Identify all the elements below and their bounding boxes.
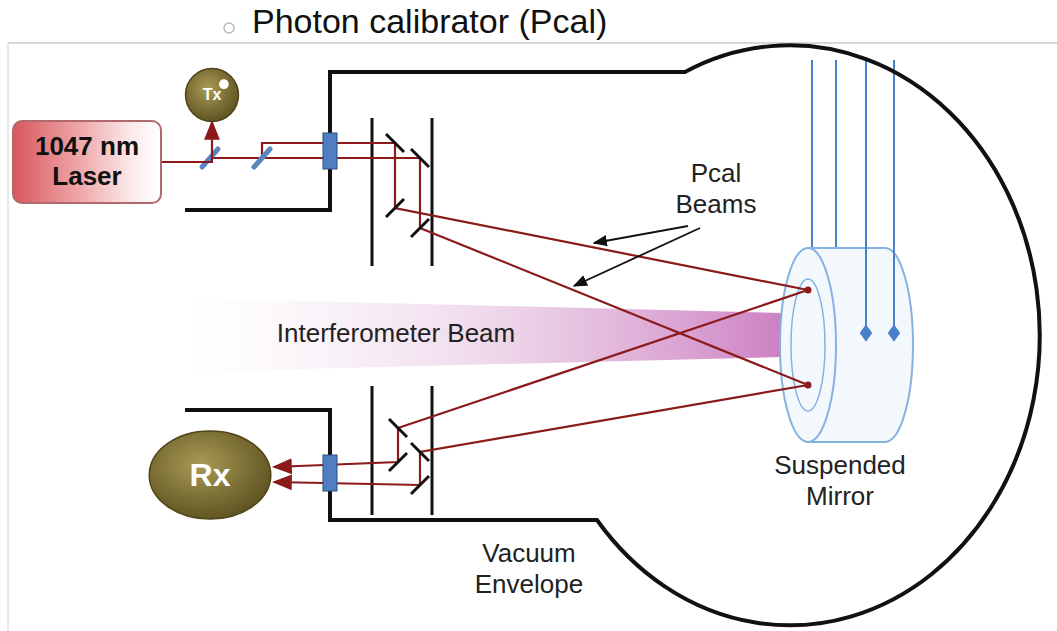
vacuum-windows	[323, 133, 337, 491]
laser-box: 1047 nm Laser	[12, 120, 162, 204]
leader-arrows	[574, 226, 700, 286]
part-label: Suspended Mirror	[752, 450, 928, 512]
callout-label: Pcal Beams	[660, 158, 772, 220]
interferometer-beam	[185, 298, 830, 372]
beam-connector	[162, 122, 212, 162]
bullet	[224, 23, 234, 33]
frame	[8, 23, 1057, 631]
steering-mirrors	[386, 134, 429, 494]
pcal-beams	[210, 143, 808, 485]
node-label: 1047 nm Laser	[24, 132, 150, 192]
beam-spots	[805, 287, 812, 389]
receiver-circle: Rx	[148, 430, 272, 520]
node-label: Rx	[190, 457, 231, 494]
part-label: Vacuum Envelope	[462, 538, 596, 600]
suspension-wires	[861, 60, 899, 340]
transmitter-circle: Tx	[185, 68, 239, 122]
sphere-fill	[186, 69, 239, 122]
node-label: Tx	[203, 86, 222, 104]
vacuum-envelope	[185, 45, 1040, 625]
baffles	[372, 118, 432, 515]
sphere-fill	[149, 431, 271, 519]
diagram-title: Photon calibrator (Pcal)	[252, 2, 607, 41]
suspension-wires	[812, 60, 836, 250]
beam-label: Interferometer Beam	[246, 318, 546, 349]
